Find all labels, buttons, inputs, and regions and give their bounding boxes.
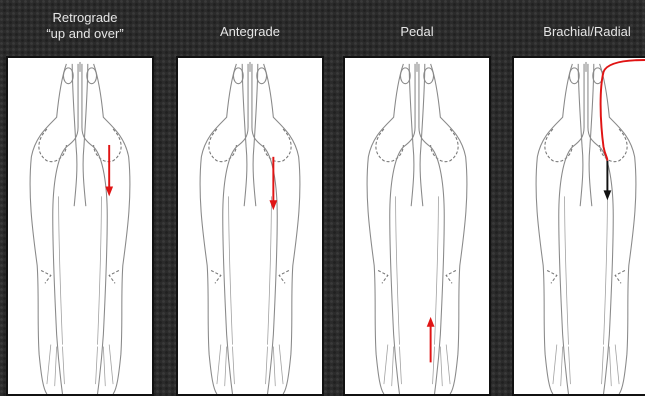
- anatomy-pedal: [367, 62, 467, 394]
- panel-retrograde: [6, 56, 154, 396]
- access-arrow-retrograde: [105, 145, 113, 196]
- title-pedal-line1: Pedal: [342, 24, 492, 40]
- anatomy-retrograde: [30, 62, 130, 394]
- access-path-brachial: [601, 58, 645, 200]
- access-arrow-pedal: [427, 317, 435, 362]
- title-brachial-radial-line1: Brachial/Radial: [512, 24, 645, 40]
- legs-illustration-antegrade: [178, 58, 322, 394]
- title-brachial-radial: Brachial/Radial: [512, 24, 645, 40]
- anatomy-antegrade: [200, 62, 300, 394]
- title-antegrade: Antegrade: [175, 24, 325, 40]
- title-retrograde-line2: “up and over”: [10, 26, 160, 42]
- title-retrograde: Retrograde “up and over”: [10, 10, 160, 42]
- panel-antegrade: [176, 56, 324, 396]
- title-antegrade-line1: Antegrade: [175, 24, 325, 40]
- legs-illustration-pedal: [345, 58, 489, 394]
- access-arrow-antegrade: [269, 157, 277, 210]
- legs-illustration-brachial-radial: [514, 58, 645, 394]
- anatomy-brachial-radial: [536, 62, 636, 394]
- panel-pedal: [343, 56, 491, 396]
- legs-illustration-retrograde: [8, 58, 152, 394]
- panel-brachial-radial: [512, 56, 645, 396]
- title-retrograde-line1: Retrograde: [10, 10, 160, 26]
- title-pedal: Pedal: [342, 24, 492, 40]
